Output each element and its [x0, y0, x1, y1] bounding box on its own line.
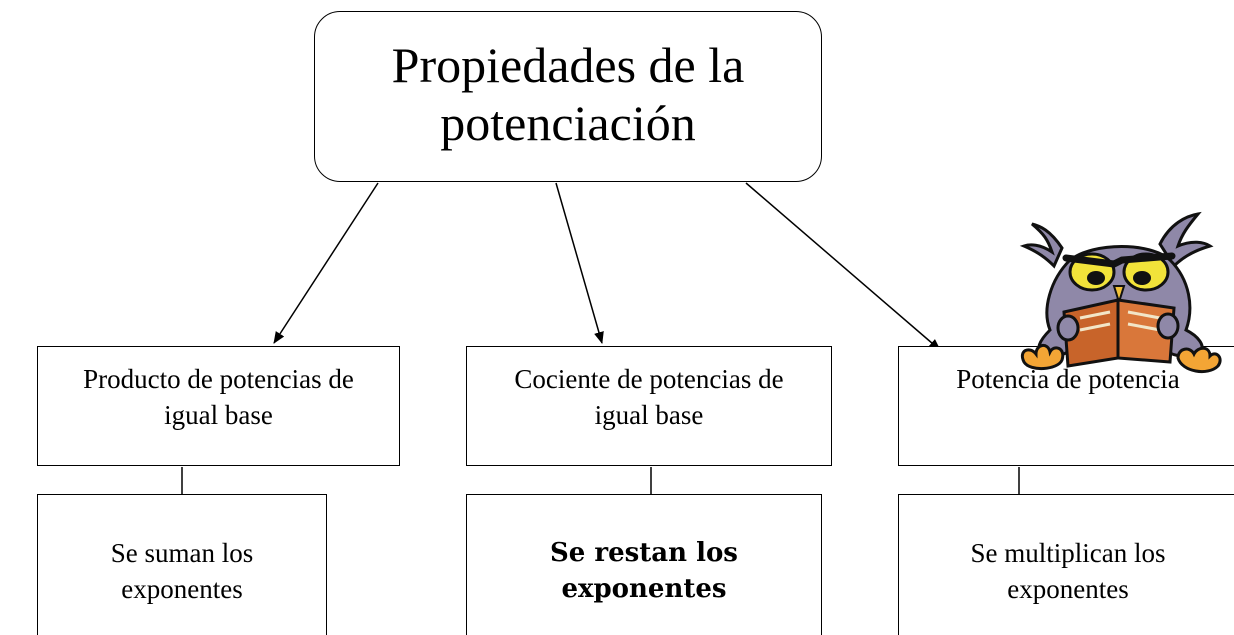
owl-reading-book-icon	[1019, 211, 1222, 374]
property-box-potencia: Potencia de potencia	[898, 346, 1234, 466]
rule-box-potencia: Se multiplican los exponentes	[898, 494, 1234, 635]
property-name-cociente: Cociente de potencias de igual base	[514, 364, 784, 430]
root-concept-box: Propiedades de la potenciación	[314, 11, 822, 182]
rule-box-cociente: Se restan los exponentes	[466, 494, 822, 635]
property-name-producto: Producto de potencias de igual base	[83, 364, 354, 430]
arrow-root-to-potencia	[745, 182, 941, 351]
property-name-potencia: Potencia de potencia	[956, 364, 1180, 394]
rule-text-producto: Se suman los exponentes	[110, 538, 254, 604]
property-box-cociente: Cociente de potencias de igual base	[466, 346, 832, 466]
property-box-producto: Producto de potencias de igual base	[37, 346, 400, 466]
rule-box-producto: Se suman los exponentes	[37, 494, 327, 635]
root-concept-title: Propiedades de la potenciación	[391, 36, 745, 151]
rule-text-potencia: Se multiplican los exponentes	[970, 538, 1166, 604]
rule-text-cociente: Se restan los exponentes	[550, 538, 738, 604]
arrow-root-to-cociente	[555, 182, 604, 344]
arrow-root-to-producto	[273, 182, 379, 344]
